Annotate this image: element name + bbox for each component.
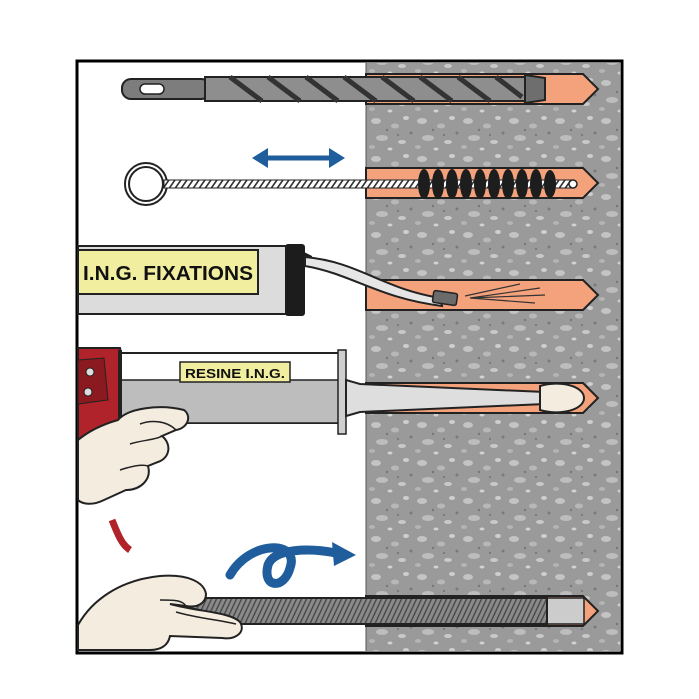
step-drill	[121, 73, 600, 105]
hand-holding-gun	[77, 406, 190, 505]
resin-bead	[539, 382, 586, 414]
resin-cartridge-icon: I.N.G. FIXATIONS	[77, 244, 459, 316]
step-brush	[124, 148, 600, 206]
drill-bit-icon	[121, 73, 546, 105]
step-inject: I.N.G. FIXATIONS	[77, 244, 600, 316]
double-arrow-icon	[252, 148, 345, 168]
step-rod	[77, 542, 600, 651]
cartridge-label: I.N.G. FIXATIONS	[83, 263, 253, 285]
step-gun: RESINE I.N.G.	[77, 347, 600, 553]
concrete-wall	[366, 63, 620, 651]
syringe-label: RESINE I.N.G.	[185, 366, 285, 381]
cleaning-brush-icon	[124, 162, 578, 206]
hand-holding-rod	[77, 574, 243, 651]
injection-gun-icon: RESINE I.N.G.	[77, 347, 586, 553]
rotation-arrow-icon	[225, 542, 356, 588]
threaded-rod-icon	[184, 597, 548, 625]
mixing-nozzle	[304, 255, 444, 308]
